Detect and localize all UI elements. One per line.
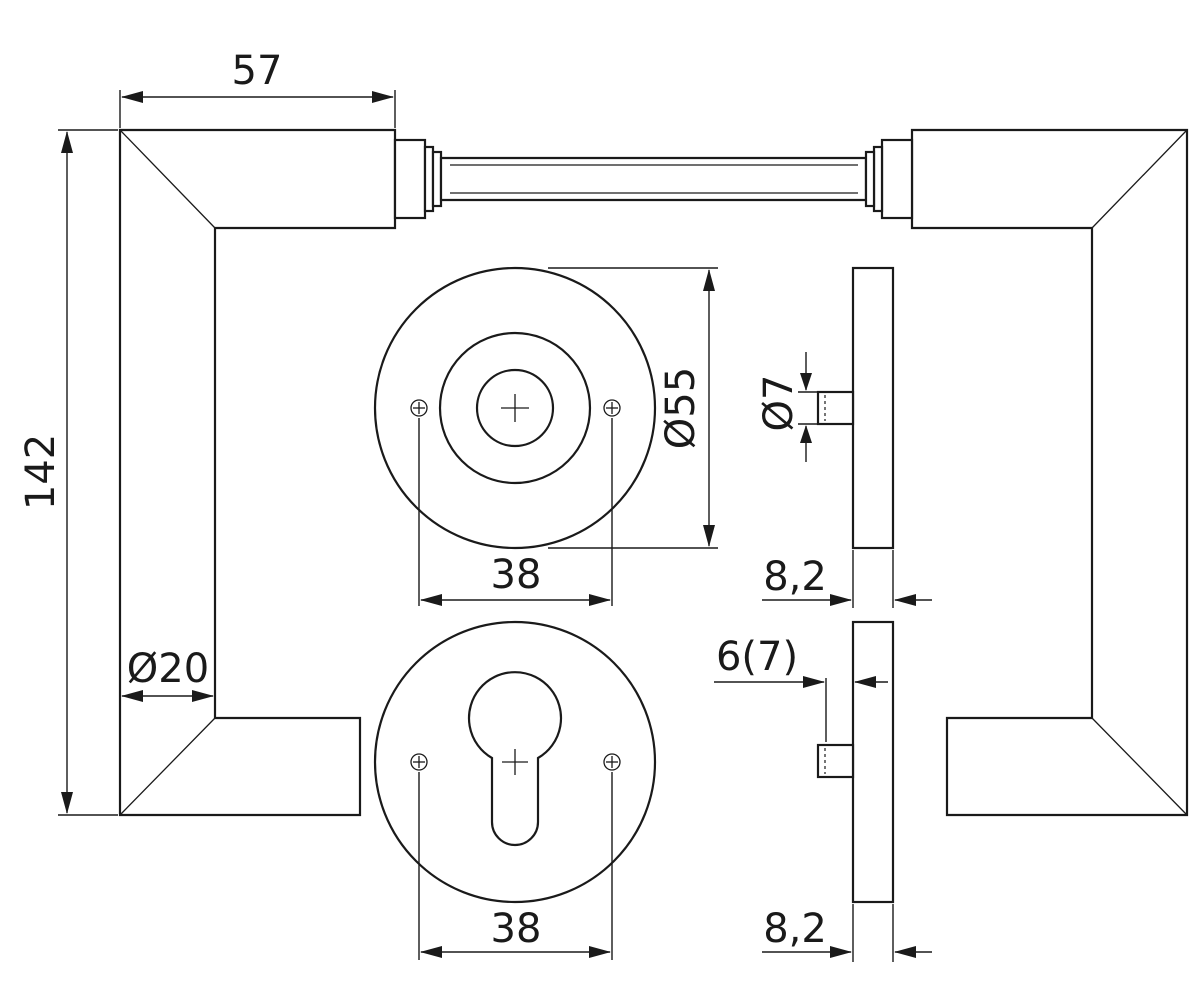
dimension-label: Ø20 (127, 646, 209, 692)
dimension-handle-diameter: Ø20 (121, 646, 214, 702)
dimension-screw-spacing-top: 38 (418, 418, 613, 606)
dimension-handle-length: 57 (119, 48, 396, 128)
dimension-label: 8,2 (763, 906, 827, 952)
spindle-bar (439, 156, 868, 202)
bottom-rose-side-view (816, 620, 895, 904)
dimension-screw-spacing-bottom: 38 (418, 772, 613, 960)
dimension-label: 38 (491, 906, 542, 952)
dimension-label: Ø55 (658, 367, 704, 449)
right-lever-handle (864, 128, 1189, 817)
screw-icon (410, 753, 428, 771)
dimension-rose-diameter: Ø55 (548, 267, 718, 549)
top-rose-side-view (816, 266, 895, 550)
dimension-rose-thickness-bottom: 8,2 (762, 904, 932, 962)
bottom-rose-front-view (373, 620, 657, 904)
screw-icon (603, 753, 621, 771)
dimension-label: 6(7) (716, 634, 798, 680)
left-lever-handle (118, 128, 443, 817)
dimension-label: 8,2 (763, 554, 827, 600)
dimension-label: Ø7 (756, 375, 802, 432)
dimension-label: 38 (491, 552, 542, 598)
dimension-label: 57 (232, 48, 283, 94)
screw-icon (603, 399, 621, 417)
dimension-spindle-diameter: Ø7 (756, 352, 830, 462)
dimension-rose-thickness-top: 8,2 (762, 550, 932, 608)
dimension-total-height: 142 (18, 129, 118, 816)
screw-icon (410, 399, 428, 417)
top-rose-front-view (373, 266, 657, 550)
dimension-label: 142 (18, 434, 64, 510)
dimension-pin-length: 6(7) (714, 634, 888, 742)
